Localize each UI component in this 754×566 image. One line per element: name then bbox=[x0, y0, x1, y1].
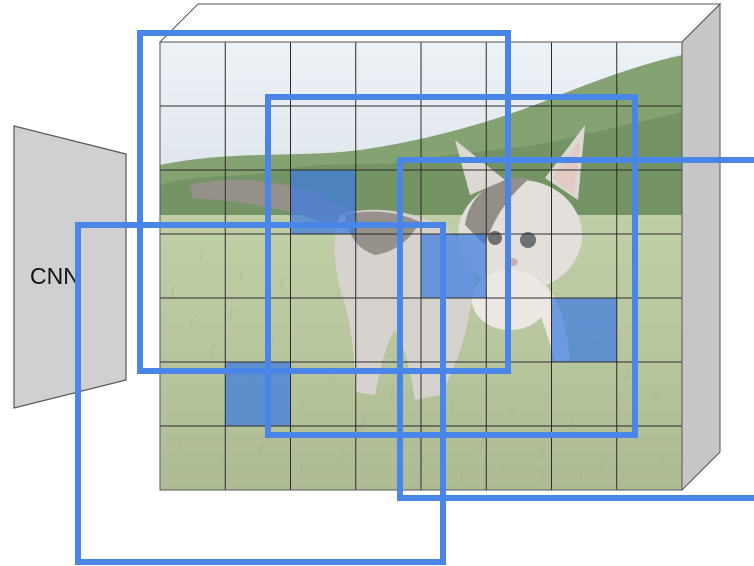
highlighted-cell-3 bbox=[552, 298, 617, 362]
feature-map-top-face bbox=[160, 4, 720, 42]
highlighted-cell-2 bbox=[421, 234, 486, 298]
cnn-label: CNN bbox=[30, 263, 80, 289]
cnn-block: CNN bbox=[14, 126, 126, 408]
feature-map-side-face bbox=[682, 4, 720, 490]
